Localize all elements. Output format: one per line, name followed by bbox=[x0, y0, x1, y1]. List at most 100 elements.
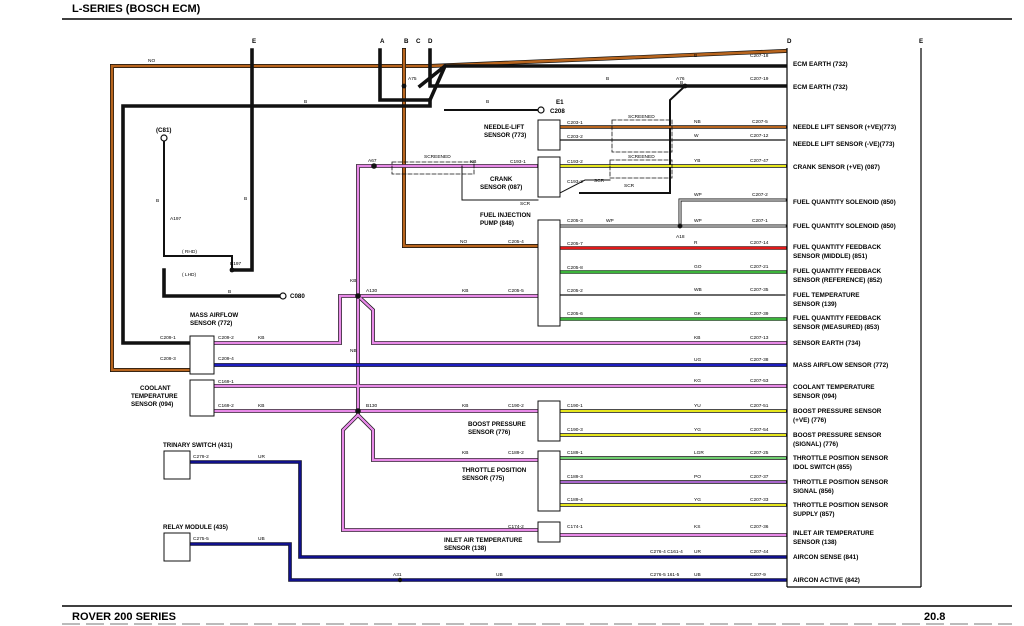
earth-point-c080 bbox=[279, 292, 287, 300]
wire-code-0: B bbox=[694, 53, 697, 59]
ecm-pin-13: C207-53 bbox=[750, 378, 769, 384]
label-nb-vert: NB bbox=[350, 348, 357, 354]
splice-dot-a76 bbox=[682, 83, 688, 89]
label-kb-1: KB bbox=[470, 159, 476, 165]
label-mass-airflow-1: MASS AIRFLOW bbox=[190, 312, 238, 319]
wire-scr-1 bbox=[461, 165, 539, 201]
pin-c275-5: C275-5 bbox=[193, 536, 209, 542]
splice-dot-a75 bbox=[401, 83, 407, 89]
pin-c203-2: C203-2 bbox=[567, 134, 583, 140]
pin-c205-3: C205-3 bbox=[567, 218, 583, 224]
wire-black-earth-3 bbox=[417, 63, 448, 89]
splice-a31: A31 bbox=[393, 572, 402, 578]
pin-c190-3: C190-3 bbox=[567, 427, 583, 433]
ecm-output-5: FUEL QUANTITY SOLENOID (850) bbox=[793, 199, 896, 206]
ecm-output-21: BOOST PRESSURE SENSOR bbox=[793, 432, 882, 439]
wire-black-rhd bbox=[163, 139, 233, 271]
earth-c81: (C81) bbox=[156, 127, 171, 134]
wire-code-12: UG bbox=[694, 357, 701, 363]
wire-pink-earth bbox=[356, 294, 787, 345]
wire-code-19: KS bbox=[694, 524, 700, 530]
pin-c169-2: C169-2 bbox=[218, 403, 234, 409]
label-kb-3: KB bbox=[258, 335, 264, 341]
ecm-output-4: CRANK SENSOR (+VE) (087) bbox=[793, 164, 880, 171]
ecm-output-12: SENSOR (139) bbox=[793, 301, 837, 308]
label-lhd: ( LHD) bbox=[182, 272, 197, 278]
crank-sensor-box bbox=[537, 156, 561, 198]
wire-black-mass-airflow bbox=[121, 98, 432, 345]
ecm-output-11: FUEL TEMPERATURE bbox=[793, 292, 860, 299]
ecm-output-24: IDOL SWITCH (855) bbox=[793, 464, 852, 471]
splice-dot-a31 bbox=[397, 577, 403, 583]
ecm-output-31: AIRCON SENSE (841) bbox=[793, 554, 858, 561]
component-labels: NEEDLE-LIFT SENSOR (773) CRANK SENSOR (0… bbox=[131, 124, 531, 552]
label-mass-airflow-2: SENSOR (772) bbox=[190, 320, 232, 327]
pin-c189-4: C189-4 bbox=[567, 497, 583, 503]
splice-dot-a67 bbox=[371, 163, 377, 169]
label-crank-2: SENSOR (087) bbox=[480, 184, 522, 191]
needle-lift-sensor-box bbox=[537, 119, 561, 151]
ecm-output-26: SIGNAL (856) bbox=[793, 488, 834, 495]
splice-b197: B197 bbox=[230, 261, 242, 267]
ecm-output-19: BOOST PRESSURE SENSOR bbox=[793, 408, 882, 415]
splice-a197: A197 bbox=[170, 216, 182, 222]
label-no-pump: NO bbox=[460, 239, 467, 245]
ecm-output-18: SENSOR (094) bbox=[793, 393, 837, 400]
label-scr-1: SCR bbox=[520, 201, 531, 207]
page-title: L-SERIES (BOSCH ECM) bbox=[72, 3, 201, 15]
ecm-output-9: FUEL QUANTITY FEEDBACK bbox=[793, 268, 882, 275]
splice-b130: B130 bbox=[366, 403, 378, 409]
wire-code-1: B bbox=[606, 76, 609, 82]
ecm-pin-9: C207-35 bbox=[750, 287, 769, 293]
pin-c189-1: C189-1 bbox=[567, 450, 583, 456]
label-coolant-3: SENSOR (094) bbox=[131, 401, 173, 408]
wire-code-18: YG bbox=[694, 497, 701, 503]
ecm-output-32: AIRCON ACTIVE (842) bbox=[793, 577, 860, 584]
pin-c205-8: C205-8 bbox=[567, 265, 583, 271]
label-throttle-1: THROTTLE POSITION bbox=[462, 467, 527, 474]
wire-pink-main bbox=[341, 164, 540, 532]
splice-dot-b130 bbox=[355, 408, 361, 414]
ecm-output-30: SENSOR (138) bbox=[793, 539, 837, 546]
bus-letter-a: A bbox=[380, 38, 385, 45]
trinary-switch-box bbox=[163, 450, 191, 480]
splice-a76: A76 bbox=[676, 76, 685, 82]
ecm-pin-19: C207-36 bbox=[750, 524, 769, 530]
ecm-output-20: (+VE) (776) bbox=[793, 417, 826, 424]
label-inlet-air-1: INLET AIR TEMPERATURE bbox=[444, 537, 522, 544]
splice-dot-a130 bbox=[355, 293, 361, 299]
ecm-output-labels: ECM EARTH (732) ECM EARTH (732) NEEDLE L… bbox=[793, 61, 896, 584]
ecm-output-25: THROTTLE POSITION SENSOR bbox=[793, 479, 889, 486]
earth-points bbox=[160, 106, 545, 300]
label-fuel-pump-1: FUEL INJECTION bbox=[480, 212, 531, 219]
ecm-pin-12: C207-38 bbox=[750, 357, 769, 363]
ecm-letter-d: D bbox=[787, 38, 792, 45]
screened-box-crank-ecm bbox=[609, 159, 673, 179]
ecm-pin-6: C207-1 bbox=[752, 218, 768, 224]
label-relay: RELAY MODULE (435) bbox=[163, 524, 228, 531]
ecm-output-17: COOLANT TEMPERATURE bbox=[793, 384, 875, 391]
pin-c169-1: C169-1 bbox=[218, 379, 234, 385]
label-screened-2: SCREENED bbox=[424, 154, 451, 160]
wire-black-lhd bbox=[230, 48, 254, 272]
mass-airflow-sensor-box bbox=[189, 335, 215, 375]
label-inlet-air-2: SENSOR (138) bbox=[444, 545, 486, 552]
label-scr-2: SCR bbox=[594, 178, 605, 184]
ecm-output-2: NEEDLE LIFT SENSOR (+VE)(773) bbox=[793, 124, 896, 131]
pin-c189-3: C189-3 bbox=[567, 474, 583, 480]
pin-c189-2: C189-2 bbox=[508, 450, 524, 456]
ecm-pin-14: C207-51 bbox=[750, 403, 769, 409]
ecm-output-1: ECM EARTH (732) bbox=[793, 84, 848, 91]
label-ub-1: UB bbox=[258, 536, 265, 542]
pin-c276-4: C276-4 C161-4 bbox=[650, 549, 683, 555]
label-coolant-1: COOLANT bbox=[140, 385, 171, 392]
pin-c276-5: C276-5 161-5 bbox=[650, 572, 680, 578]
label-no-top: NO bbox=[148, 58, 155, 64]
bus-letter-b: B bbox=[404, 38, 409, 45]
wire-code-6: WP bbox=[694, 218, 702, 224]
pin-c193-2: C193-2 bbox=[567, 159, 583, 165]
wire-code-3: W bbox=[694, 133, 699, 139]
pin-c193-1: C193-1 bbox=[510, 159, 526, 165]
wire-code-13: KG bbox=[694, 378, 701, 384]
